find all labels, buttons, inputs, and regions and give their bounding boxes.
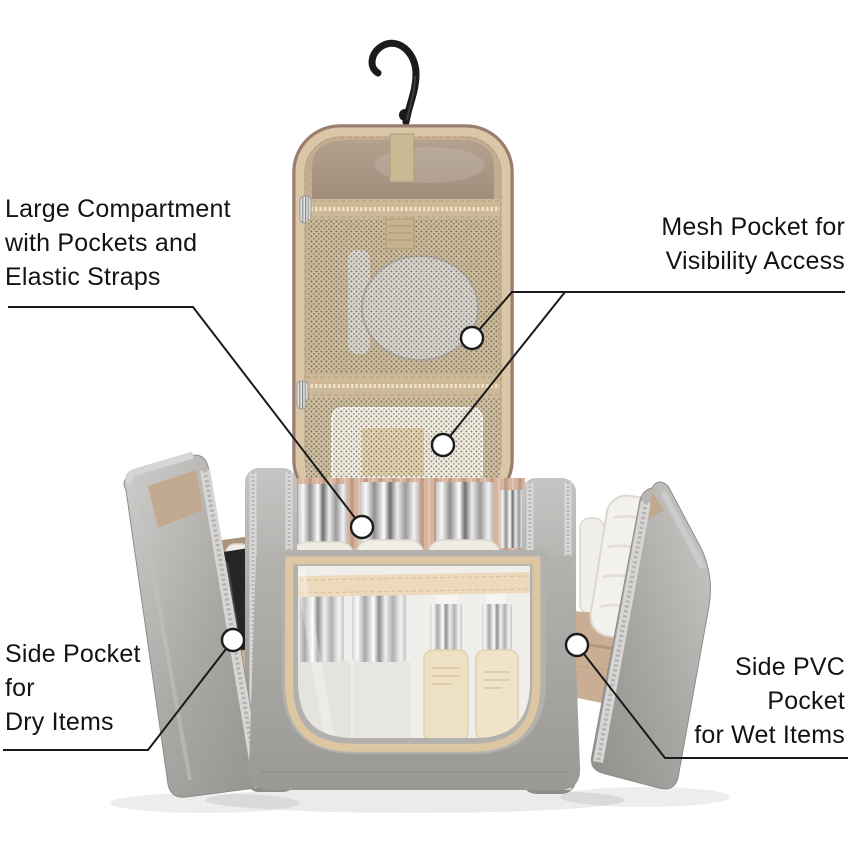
window-binding [285, 556, 541, 752]
label-line: for Wet Items [694, 721, 845, 749]
label-line: Pocket [767, 687, 845, 715]
callout-line-side-pocket-dry [3, 639, 234, 751]
floor-shadow [110, 787, 730, 813]
silver-cap-bottle [292, 592, 344, 662]
label-line: Elastic Straps [5, 263, 161, 291]
dot-side-wet [564, 632, 590, 658]
dot-large-compartment [349, 514, 375, 540]
label-line: Side PVC [735, 653, 845, 681]
zipper-pull-middle [296, 380, 309, 410]
label-line: Mesh Pocket for [661, 213, 845, 241]
dot-side-dry [220, 627, 246, 653]
panel-zipper-top [299, 195, 500, 224]
elastic-strap [290, 571, 538, 598]
label-line: for [5, 674, 35, 702]
front-pocket-contents [290, 558, 538, 746]
label-side-pvc-wet: Side PVC Pocket for Wet Items [694, 650, 845, 752]
label-line: Dry Items [5, 708, 114, 736]
label-side-pocket-dry: Side Pocket for Dry Items [5, 637, 141, 739]
dot-mesh-small [430, 432, 456, 458]
label-line: Side Pocket [5, 640, 141, 668]
callout-line-large-compartment [8, 306, 363, 528]
label-mesh-pocket: Mesh Pocket for Visibility Access [661, 210, 845, 278]
hanging-panel [292, 124, 514, 508]
callout-line-side-pvc-wet [576, 644, 848, 759]
mesh-loop-strap [385, 218, 415, 250]
left-flap [123, 451, 263, 798]
label-large-compartment: Large Compartment with Pockets and Elast… [5, 192, 231, 294]
callout-dots [220, 325, 590, 658]
dot-mesh-large [459, 325, 485, 351]
callout-lines [3, 291, 848, 759]
silver-cap-bottle [352, 588, 406, 662]
panel-zipper-middle [296, 374, 500, 410]
label-line: with Pockets and [5, 229, 198, 257]
label-line: Large Compartment [5, 195, 231, 223]
right-flap [591, 481, 711, 790]
mesh-pocket-large [307, 218, 499, 373]
left-flap-lining [148, 470, 203, 528]
right-flap-lining [648, 492, 664, 520]
chrome-flasks [298, 482, 525, 548]
zipper-pull-top [299, 195, 312, 224]
label-line: Visibility Access [665, 247, 845, 275]
front-panel [248, 550, 581, 790]
